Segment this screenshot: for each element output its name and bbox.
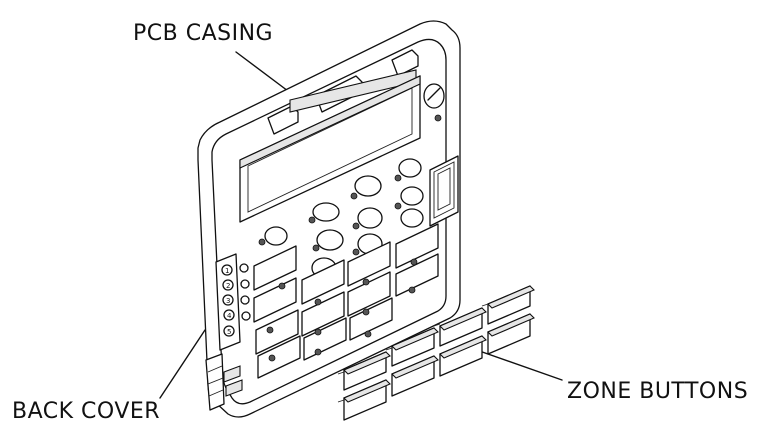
zone-button — [391, 327, 439, 367]
side-number-2: 2 — [226, 282, 230, 290]
zone-button — [343, 351, 391, 391]
control-buttons — [258, 158, 424, 279]
side-number-3: 3 — [226, 297, 230, 305]
sensor-frame — [429, 155, 459, 227]
top-clip-right — [391, 49, 419, 77]
side-number-5: 5 — [227, 328, 231, 336]
leader-zone-buttons — [467, 346, 563, 381]
side-number-1: 1 — [225, 267, 229, 275]
side-number-4: 4 — [227, 312, 232, 320]
zone-button — [439, 307, 487, 347]
label-back-cover: BACK COVER — [12, 399, 160, 424]
zone-button — [439, 335, 487, 377]
leader-back-cover — [159, 329, 206, 399]
zone-buttons-group — [337, 285, 535, 421]
zone-button — [343, 379, 391, 421]
label-zone-buttons: ZONE BUTTONS — [567, 379, 748, 404]
rotary-knob — [423, 83, 445, 122]
label-pcb-casing: PCB CASING — [133, 21, 273, 46]
top-clip-left — [267, 105, 299, 135]
device-assembly: 1 2 3 4 5 — [197, 20, 461, 418]
side-number-strip: 1 2 3 4 5 — [215, 253, 251, 351]
zone-button — [487, 313, 535, 355]
zone-button — [391, 355, 439, 397]
zone-slots — [253, 223, 439, 379]
zone-button — [487, 285, 535, 325]
back-cover-feet — [205, 353, 243, 411]
